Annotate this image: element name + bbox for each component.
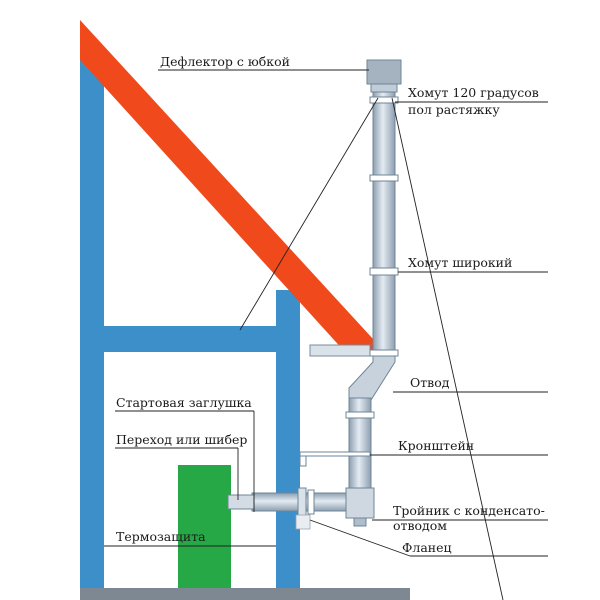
- wall-bracket: [299, 451, 371, 467]
- elbow-offset: [348, 349, 396, 401]
- clamp-elbow-top: [369, 349, 399, 357]
- labels: Дефлектор с юбкой Хомут 120 градусов пол…: [116, 54, 545, 555]
- label-clamp-wide: Хомут широкий: [408, 255, 512, 270]
- clamp-lower: [345, 411, 375, 419]
- label-deflector: Дефлектор с юбкой: [160, 54, 290, 69]
- label-clamp120-line2: пол растяжку: [408, 102, 500, 117]
- label-tee-line2: отводом: [393, 518, 447, 533]
- wall-passage-block: [295, 514, 311, 530]
- ceiling-beam: [104, 326, 300, 352]
- chimney-pipe-system: [227, 59, 402, 530]
- vertical-pipe-upper: [372, 85, 396, 352]
- ceiling-passthrough: [309, 344, 371, 357]
- label-adapter: Переход или шибер: [116, 432, 247, 447]
- wall-flange: [297, 487, 307, 517]
- label-tee-line1: Тройник с конденсато-: [393, 503, 545, 518]
- label-elbow: Отвод: [410, 375, 450, 390]
- guy-wire-left: [239, 97, 379, 331]
- clamp-upper: [369, 174, 399, 182]
- label-bracket: Кронштейн: [398, 438, 474, 453]
- label-flange: Фланец: [402, 540, 452, 555]
- adapter-piece: [227, 494, 255, 510]
- tee-body: [345, 487, 375, 519]
- guy-wire-right: [391, 97, 504, 600]
- leader-flange: [309, 519, 411, 557]
- deflector-cap: [366, 59, 402, 85]
- leader-lines: [104, 69, 548, 600]
- condensate-drain: [353, 517, 367, 527]
- deflector-skirt: [370, 83, 398, 93]
- floor: [80, 588, 410, 600]
- label-heat-shield: Термозащита: [116, 529, 206, 544]
- label-clamp120-line1: Хомут 120 градусов: [408, 85, 539, 100]
- inner-wall: [276, 350, 300, 590]
- outer-left-wall: [80, 60, 104, 590]
- stove: [178, 465, 231, 588]
- roof-slope: [80, 20, 385, 352]
- clamp-wide: [369, 267, 399, 276]
- clamp-120: [369, 96, 399, 104]
- label-start-plug: Стартовая заглушка: [116, 395, 252, 410]
- clamp-horizontal: [307, 489, 315, 515]
- house-frame: [80, 60, 300, 590]
